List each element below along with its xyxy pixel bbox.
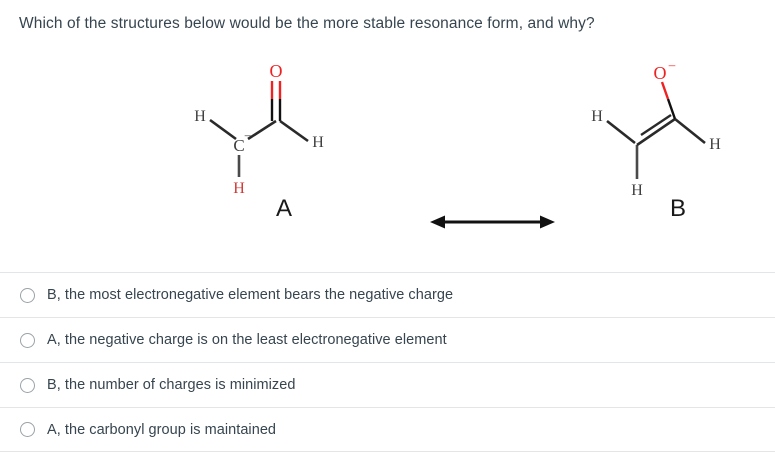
charge-label-carbanion-a: –: [244, 127, 252, 142]
bond-vinyl-right-to-h-right: [674, 117, 706, 145]
structure-b: O – H H H B: [565, 55, 775, 240]
bond-vinyl-right-to-oxygen-lower: [666, 98, 677, 120]
radio-button-option-1[interactable]: [20, 287, 35, 303]
arrow-head-left: [430, 215, 445, 229]
atom-label-oxygen-a: O: [270, 61, 283, 81]
structure-b-drawing: O – H H H: [591, 57, 721, 199]
answer-options-list: B, the most electronegative element bear…: [0, 272, 775, 452]
arrow-head-right: [540, 215, 555, 229]
radio-button-option-2[interactable]: [20, 332, 35, 348]
atom-label-h-right-b: H: [709, 136, 721, 153]
resonance-arrow: [430, 211, 555, 233]
structure-b-label: B: [670, 195, 687, 222]
charge-label-oxygen-b: –: [668, 57, 676, 72]
atom-label-oxygen-b: O: [654, 63, 667, 83]
bond-vinyl-c-c-outer: [636, 117, 676, 147]
atom-label-h-left-a: H: [194, 108, 206, 125]
bond-h-left-to-vinyl-left: [606, 119, 636, 145]
radio-button-option-3[interactable]: [20, 377, 35, 393]
resonance-diagram: O H C – H H A: [0, 55, 775, 240]
bond-vinyl-right-to-oxygen-upper: [660, 81, 670, 100]
structure-a: O H C – H H A: [168, 55, 418, 240]
option-row-4[interactable]: A, the carbonyl group is maintained: [0, 407, 775, 452]
bond-h-left-to-carbanion: [209, 118, 237, 141]
bond-vinyl-c-c-inner: [640, 114, 672, 136]
option-label-4: A, the carbonyl group is maintained: [47, 421, 277, 438]
question-prompt: Which of the structures below would be t…: [19, 15, 595, 32]
atom-label-h-left-b: H: [591, 108, 603, 125]
option-label-1: B, the most electronegative element bear…: [47, 287, 454, 303]
radio-button-option-4[interactable]: [20, 422, 35, 437]
option-row-1[interactable]: B, the most electronegative element bear…: [0, 272, 775, 317]
atom-label-h-bottom-a: H: [233, 180, 245, 197]
atom-label-h-right-a: H: [312, 134, 324, 151]
option-row-3[interactable]: B, the number of charges is minimized: [0, 362, 775, 407]
structure-a-label: A: [276, 195, 293, 222]
bond-carbonyl-to-h-right: [279, 119, 309, 143]
resonance-arrow-drawing: [430, 215, 555, 229]
bond-carbanion-to-carbonyl: [247, 119, 277, 141]
option-label-3: B, the number of charges is minimized: [47, 377, 296, 393]
option-label-2: A, the negative charge is on the least e…: [47, 332, 447, 348]
atom-label-h-bottom-b: H: [631, 182, 643, 199]
option-row-2[interactable]: A, the negative charge is on the least e…: [0, 317, 775, 362]
atom-label-carbanion-a: C: [233, 136, 244, 155]
structure-a-drawing: O H C – H H: [194, 61, 324, 197]
